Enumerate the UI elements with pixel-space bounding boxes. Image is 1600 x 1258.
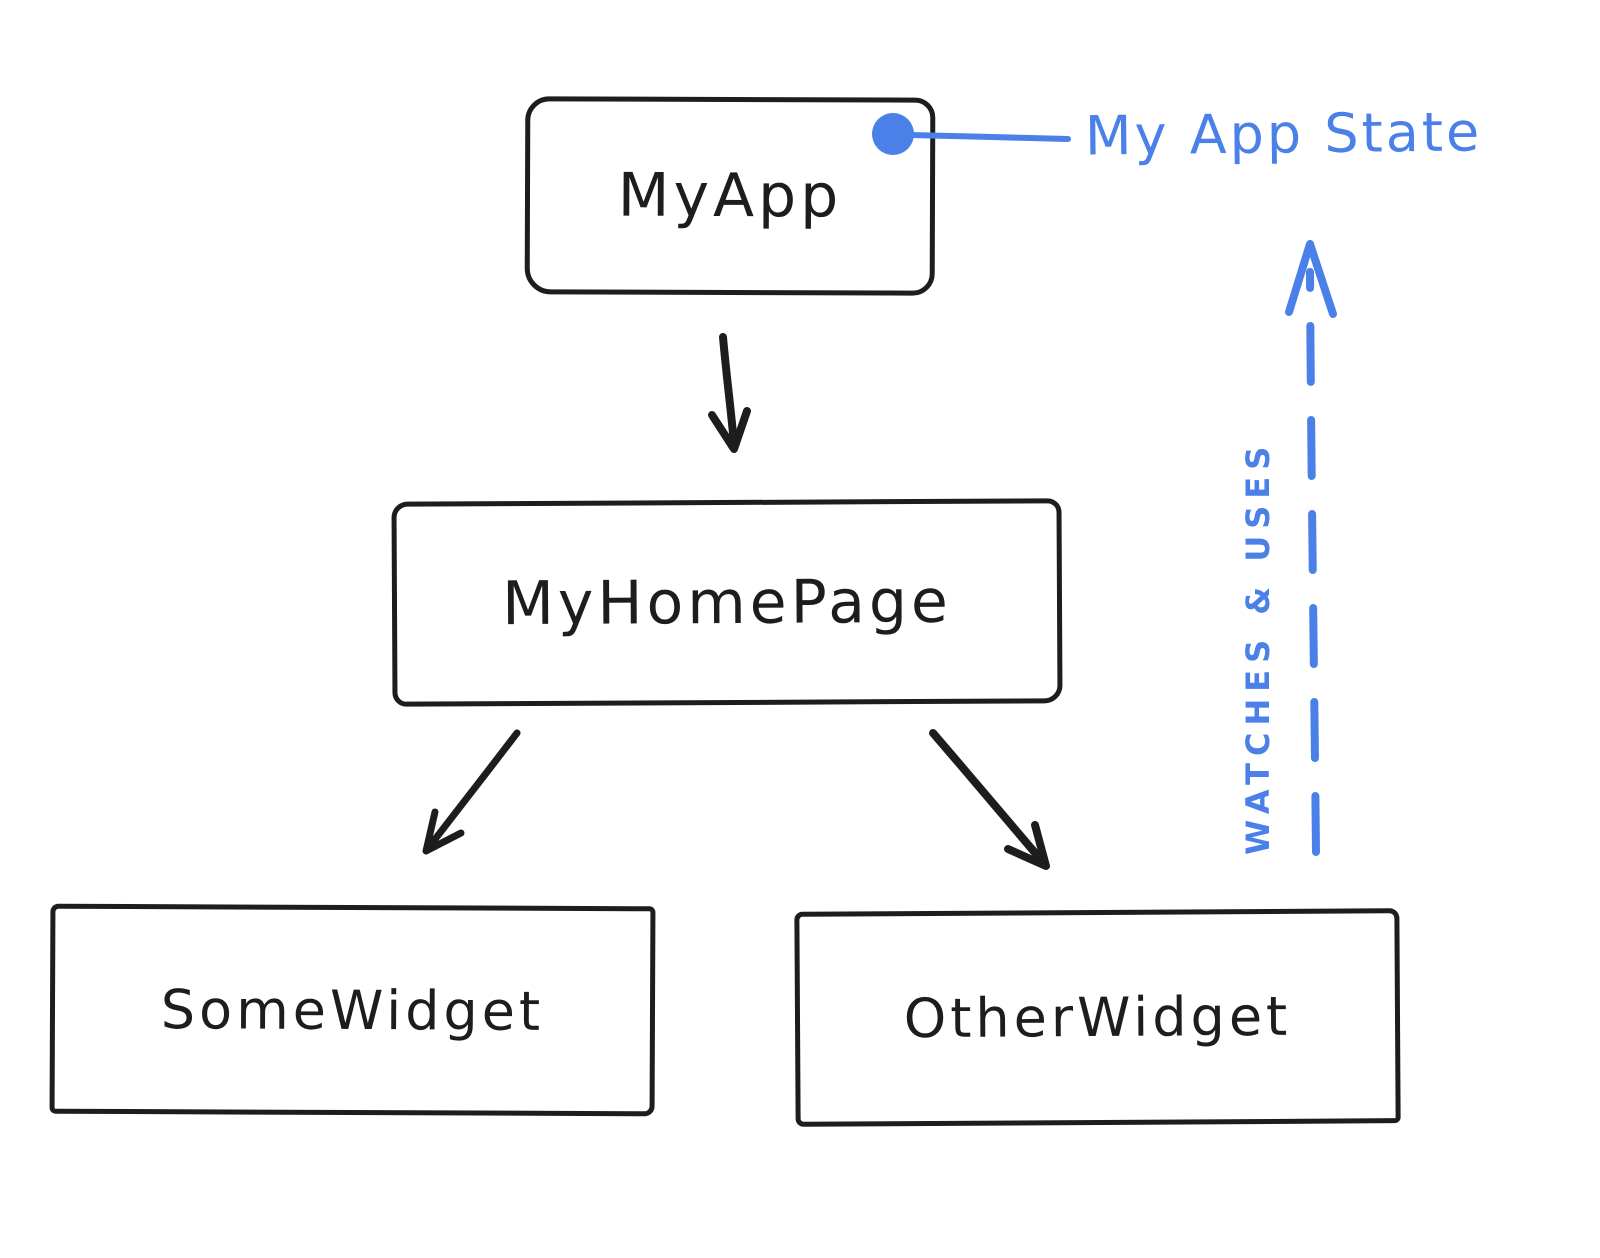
node-myhomepage: MyHomePage: [391, 498, 1063, 707]
arrow-myapp-to-homepage: [708, 333, 751, 453]
node-otherwidget-label: OtherWidget: [903, 984, 1292, 1051]
node-myhomepage-label: MyHomePage: [501, 566, 953, 639]
arrow-homepage-to-otherwidget: [929, 729, 1050, 870]
node-somewidget: SomeWidget: [49, 903, 656, 1117]
node-somewidget-label: SomeWidget: [160, 977, 545, 1043]
app-state-annotation: My App State: [1084, 100, 1483, 168]
watches-uses-annotation: WATCHES & USES: [1239, 439, 1277, 855]
node-myapp-label: MyApp: [617, 160, 843, 232]
node-otherwidget: OtherWidget: [794, 908, 1401, 1127]
arrow-homepage-to-somewidget: [422, 729, 521, 855]
node-myapp: MyApp: [524, 96, 936, 296]
arrow-watches-uses: [1285, 240, 1337, 856]
